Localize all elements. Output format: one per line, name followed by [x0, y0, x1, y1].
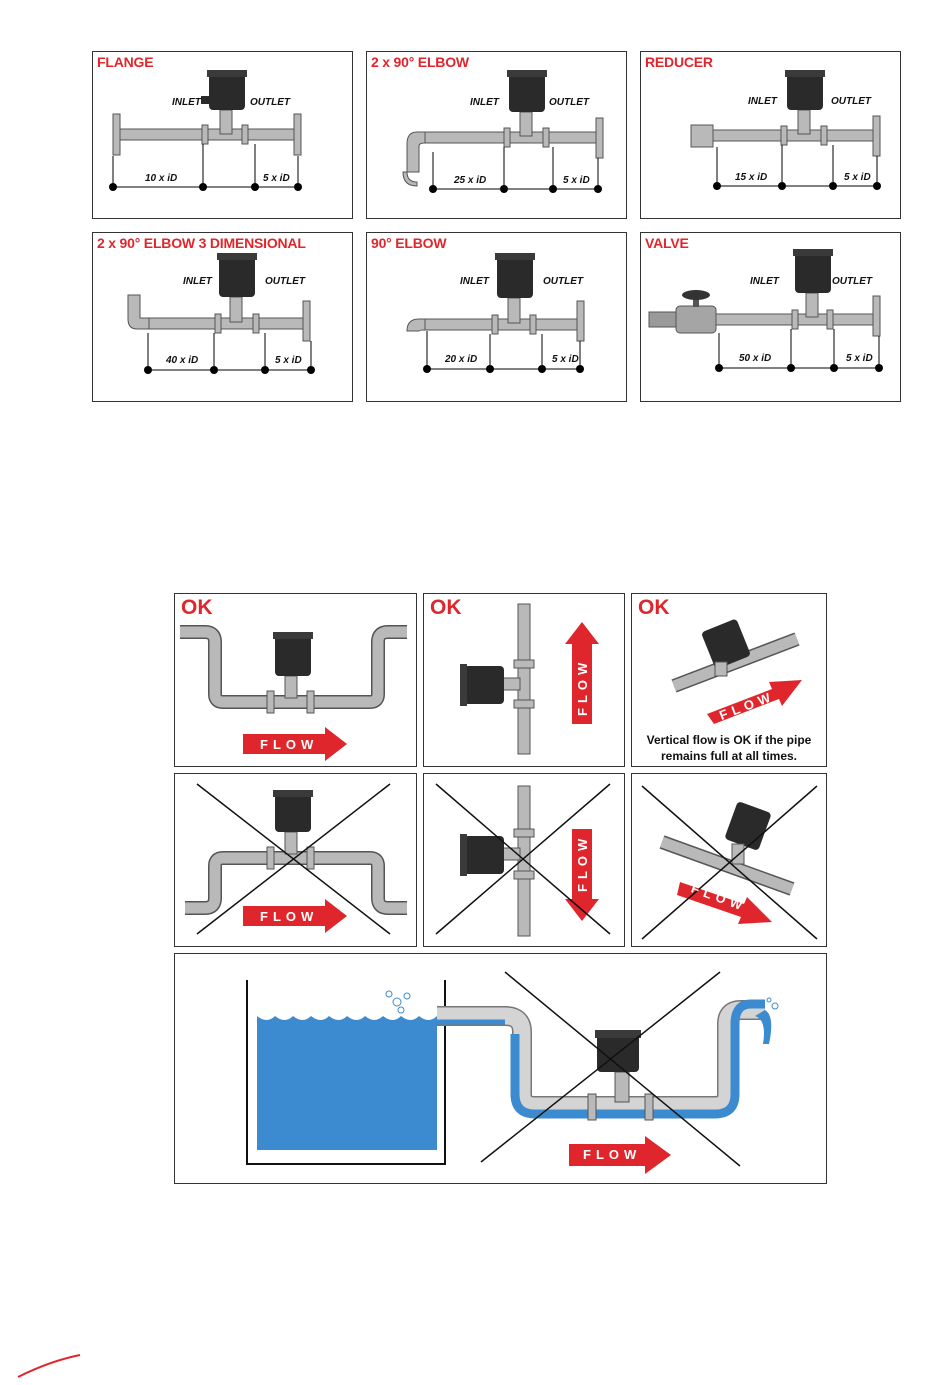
inclined-ok-diagram — [671, 619, 802, 724]
double-elbow-diagram — [402, 70, 604, 193]
tank-water — [257, 1016, 437, 1150]
inlet-label: INLET — [460, 276, 489, 287]
valve-diagram — [648, 249, 883, 372]
horizontal-ok-diagram — [180, 625, 407, 761]
panel-single-elbow: 90° ELBOW INLET OUTLET 20 x iD 5 x iD — [366, 232, 627, 402]
ok-label: OK — [181, 596, 213, 619]
wrong-panel-tank: FLOW — [174, 953, 827, 1184]
upstream-distance: 40 x iD — [166, 355, 199, 366]
flow-arrow — [565, 622, 599, 724]
outlet-label: OUTLET — [549, 97, 589, 108]
ok-panel-horizontal: OK FLOW — [174, 593, 417, 767]
flow-arrow — [243, 899, 347, 933]
wrong-panel-inclined: FLOW — [631, 773, 827, 947]
footer-red-slash — [17, 1354, 81, 1378]
panel-title: VALVE — [645, 235, 689, 251]
downstream-distance: 5 x iD — [263, 173, 290, 184]
flow-label: FLOW — [260, 737, 319, 752]
flow-arrow — [565, 829, 599, 921]
ok-label: OK — [430, 596, 462, 619]
wrong-panel-vertical-down: FLOW — [423, 773, 625, 947]
downstream-distance: 5 x iD — [275, 355, 302, 366]
panel-title: 2 x 90° ELBOW 3 DIMENSIONAL — [97, 235, 306, 251]
flow-label: FLOW — [260, 909, 319, 924]
flange-left — [112, 113, 121, 156]
outlet-label: OUTLET — [265, 276, 305, 287]
vertical-down-wrong-diagram — [435, 783, 611, 937]
flow-arrow — [243, 727, 347, 761]
upstream-distance: 10 x iD — [145, 173, 178, 184]
ok-panel-inclined: OK FLOW Vertical flow is OK if the pipe … — [631, 593, 827, 767]
ok-panel-vertical-up: OK FLOW — [423, 593, 625, 767]
valve-handle — [682, 290, 710, 300]
vertical-flow-note: Vertical flow is OK if the pipe remains … — [646, 733, 812, 763]
outlet-label: OUTLET — [250, 97, 290, 108]
outlet-label: OUTLET — [543, 276, 583, 287]
wrong-panel-inverted-u: FLOW — [174, 773, 417, 947]
panel-title: FLANGE — [97, 54, 154, 70]
panel-title: 2 x 90° ELBOW — [371, 54, 469, 70]
inverted-u-wrong-diagram — [185, 783, 407, 935]
downstream-distance: 5 x iD — [563, 175, 590, 186]
flow-arrow — [569, 1136, 671, 1174]
outlet-label: OUTLET — [831, 96, 871, 107]
inlet-label: INLET — [748, 96, 777, 107]
inlet-label: INLET — [172, 97, 201, 108]
sensor-body — [209, 72, 245, 110]
inlet-label: INLET — [183, 276, 212, 287]
flow-arrow — [707, 680, 802, 724]
valve-body — [675, 305, 717, 334]
upstream-distance: 25 x iD — [454, 175, 487, 186]
panel-flange: FLANGE INLET OUTLET 10 x iD 5 x iD — [92, 51, 353, 219]
tank — [246, 980, 446, 1165]
panel-valve: VALVE INLET OUTLET 50 x iD 5 x iD — [640, 232, 901, 402]
tank-wrong-diagram — [246, 971, 779, 1174]
tee — [219, 109, 233, 135]
elbow-3d — [127, 294, 150, 330]
panel-title: 90° ELBOW — [371, 235, 447, 251]
elbow-3d-diagram — [127, 253, 315, 374]
inlet-label: INLET — [750, 276, 779, 287]
single-elbow-diagram — [406, 253, 585, 373]
inlet-label: INLET — [470, 97, 499, 108]
upstream-distance: 50 x iD — [739, 353, 772, 364]
panel-elbow-3d: 2 x 90° ELBOW 3 DIMENSIONAL INLET OUTLET… — [92, 232, 353, 402]
vertical-up-ok-diagram — [460, 603, 599, 755]
flow-label: FLOW — [575, 657, 590, 716]
downstream-distance: 5 x iD — [552, 354, 579, 365]
elbow — [406, 131, 426, 173]
downstream-distance: 5 x iD — [844, 172, 871, 183]
inclined-wrong-diagram — [641, 785, 818, 940]
ok-label: OK — [638, 596, 670, 619]
cross-mark — [504, 971, 741, 1167]
downstream-distance: 5 x iD — [846, 353, 873, 364]
reducer — [690, 124, 714, 148]
panel-reducer: REDUCER INLET OUTLET 15 x iD 5 x iD — [640, 51, 901, 219]
outlet-label: OUTLET — [832, 276, 872, 287]
flow-label: FLOW — [583, 1147, 642, 1162]
upstream-distance: 20 x iD — [445, 354, 478, 365]
flow-arrow — [677, 882, 772, 924]
upstream-distance: 15 x iD — [735, 172, 768, 183]
flow-label: FLOW — [575, 833, 590, 892]
flange-right — [293, 113, 302, 156]
flange-diagram — [109, 70, 302, 191]
reducer-diagram — [690, 70, 881, 190]
panel-double-elbow: 2 x 90° ELBOW INLET OUTLET 25 x iD 5 x i… — [366, 51, 627, 219]
panel-title: REDUCER — [645, 54, 713, 70]
